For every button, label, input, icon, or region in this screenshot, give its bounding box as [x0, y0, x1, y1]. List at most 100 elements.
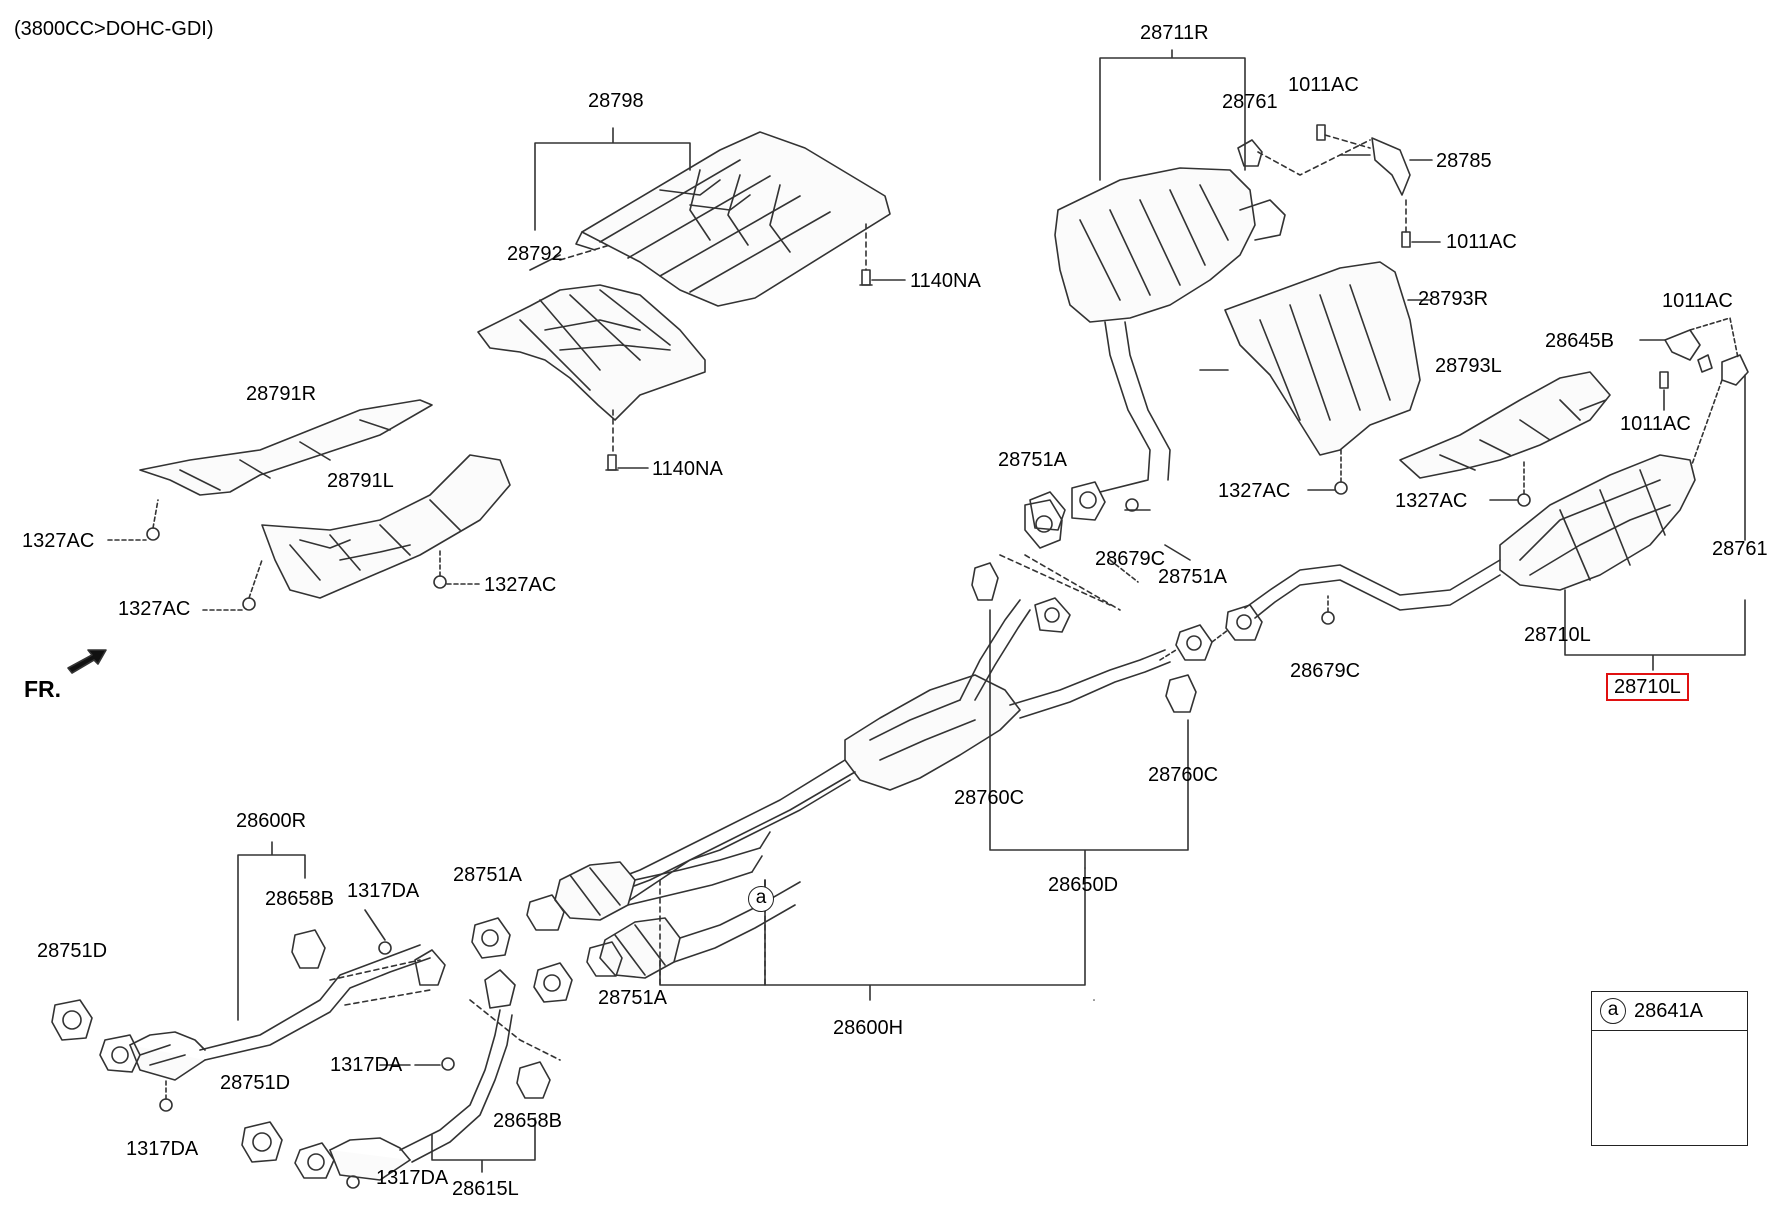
label-1011AC-b[interactable]: 1011AC — [1446, 231, 1517, 253]
nut-1327AC-right-a — [1334, 481, 1348, 495]
label-1011AC-a[interactable]: 1011AC — [1288, 74, 1359, 96]
leader-28798 — [534, 127, 691, 231]
label-28600R[interactable]: 28600R — [236, 810, 307, 832]
label-1011AC-c[interactable]: 1011AC — [1662, 290, 1733, 312]
label-1317DA-a[interactable]: 1317DA — [347, 880, 420, 902]
catalytic-converter-upper — [554, 847, 761, 921]
label-28760C-b[interactable]: 28760C — [1148, 764, 1219, 786]
label-28650D[interactable]: 28650D — [1048, 874, 1119, 896]
nut-28679C-a — [1125, 498, 1139, 512]
label-1140NA-a[interactable]: 1140NA — [910, 270, 981, 292]
heat-shield-28791R — [139, 399, 433, 496]
inset-callout-a: a — [1600, 998, 1626, 1024]
front-pipe-28600R — [129, 944, 431, 1081]
leader-28650D — [989, 609, 1189, 869]
callout-a[interactable]: a — [748, 886, 774, 912]
gasket-28751A-d — [533, 962, 573, 1003]
front-direction-arrow — [67, 649, 107, 674]
nut-1317DA-c — [441, 1057, 455, 1071]
leader-28615L — [431, 1117, 536, 1173]
heat-shield-28798 — [575, 131, 891, 307]
nut-1327AC-left-b — [242, 597, 256, 611]
bracket-28785 — [1371, 137, 1411, 196]
flange-center — [1034, 597, 1071, 633]
hanger-28658B-b — [516, 1061, 551, 1099]
nut-1327AC-right-b — [1517, 493, 1531, 507]
label-28641A[interactable]: 28641A — [1634, 1000, 1703, 1022]
flange-front-a — [99, 1034, 141, 1073]
bolt-1011AC-b — [1401, 231, 1411, 248]
label-28785[interactable]: 28785 — [1436, 150, 1492, 172]
gasket-28751A-c — [471, 917, 511, 959]
label-28679C-b[interactable]: 28679C — [1290, 660, 1361, 682]
direction-label: FR. — [24, 676, 62, 702]
label-28710L-highlighted[interactable]: 28710L — [1606, 673, 1689, 701]
front-pipe-28615L — [329, 1009, 513, 1181]
flange-pipe-a — [1071, 481, 1106, 521]
label-28751A-a[interactable]: 28751A — [998, 449, 1067, 471]
center-muffler-28650D — [559, 599, 1171, 911]
gasket-28751A-b — [1175, 624, 1213, 661]
label-28645B[interactable]: 28645B — [1545, 330, 1614, 352]
label-28792[interactable]: 28792 — [507, 243, 563, 265]
label-1327AC-c[interactable]: 1327AC — [484, 574, 557, 596]
label-28751D-b[interactable]: 28751D — [220, 1072, 291, 1094]
label-1140NA-b[interactable]: 1140NA — [652, 458, 723, 480]
inset-clamp-box: a 28641A — [1591, 991, 1748, 1146]
label-28760C-a[interactable]: 28760C — [954, 787, 1025, 809]
bracket-28645B — [1664, 329, 1701, 361]
label-1327AC-e[interactable]: 1327AC — [1395, 490, 1468, 512]
flange-cat-b — [586, 941, 623, 977]
label-28798[interactable]: 28798 — [588, 90, 644, 112]
gasket-28751A-a — [1024, 499, 1063, 549]
bolt-1011AC-c — [1697, 354, 1713, 373]
label-28793L[interactable]: 28793L — [1435, 355, 1502, 377]
label-28751A-b[interactable]: 28751A — [1158, 566, 1227, 588]
bracket-flange-a — [414, 949, 446, 986]
label-1317DA-d[interactable]: 1317DA — [376, 1167, 449, 1189]
label-28658B-a[interactable]: 28658B — [265, 888, 334, 910]
label-28751A-c[interactable]: 28751A — [453, 864, 522, 886]
label-28751A-d[interactable]: 28751A — [598, 987, 667, 1009]
label-1327AC-a[interactable]: 1327AC — [22, 530, 95, 552]
hanger-28760C-b — [1165, 674, 1197, 713]
label-28615L[interactable]: 28615L — [452, 1178, 519, 1200]
label-1327AC-d[interactable]: 1327AC — [1218, 480, 1291, 502]
label-28791R[interactable]: 28791R — [246, 383, 317, 405]
label-1327AC-b[interactable]: 1327AC — [118, 598, 191, 620]
nut-1327AC-left-a — [146, 527, 160, 541]
label-1317DA-b[interactable]: 1317DA — [330, 1054, 403, 1076]
gasket-28751A-center — [1029, 491, 1066, 531]
heat-shield-28791L — [261, 454, 511, 599]
muffler-28711R — [1054, 167, 1286, 493]
nut-1327AC-left-c — [433, 575, 447, 589]
hanger-28760C-a — [971, 562, 999, 601]
muffler-28710L — [1244, 454, 1696, 619]
flange-front-b — [294, 1142, 335, 1179]
label-28600H[interactable]: 28600H — [833, 1017, 904, 1039]
gasket-28751D-b — [241, 1121, 283, 1163]
label-28761-top[interactable]: 28761 — [1222, 91, 1278, 113]
label-28658B-b[interactable]: 28658B — [493, 1110, 562, 1132]
bolt-1011AC-a — [1316, 124, 1326, 141]
engine-note: (3800CC>DOHC-GDI) — [14, 18, 214, 40]
leader-28711R — [1099, 49, 1246, 181]
bolt-1140NA-b — [605, 454, 619, 471]
isolator-28761-right — [1721, 354, 1749, 386]
label-28791L[interactable]: 28791L — [327, 470, 394, 492]
hanger-28658B-a — [291, 929, 326, 969]
gasket-28751D-a — [51, 999, 93, 1041]
heat-shield-28793R — [1224, 261, 1421, 456]
label-1317DA-c[interactable]: 1317DA — [126, 1138, 199, 1160]
hanger-28761-top — [1237, 139, 1263, 167]
label-28710L[interactable]: 28710L — [1524, 624, 1591, 646]
label-28761-right[interactable]: 28761 — [1712, 538, 1768, 560]
label-28711R[interactable]: 28711R — [1140, 22, 1209, 44]
label-28793R[interactable]: 28793R — [1418, 288, 1489, 310]
label-1011AC-d[interactable]: 1011AC — [1620, 413, 1691, 435]
leader-28710L — [1564, 374, 1746, 671]
label-28751D-a[interactable]: 28751D — [37, 940, 108, 962]
bolt-1140NA-a — [859, 269, 873, 286]
label-28679C-a[interactable]: 28679C — [1095, 548, 1166, 570]
